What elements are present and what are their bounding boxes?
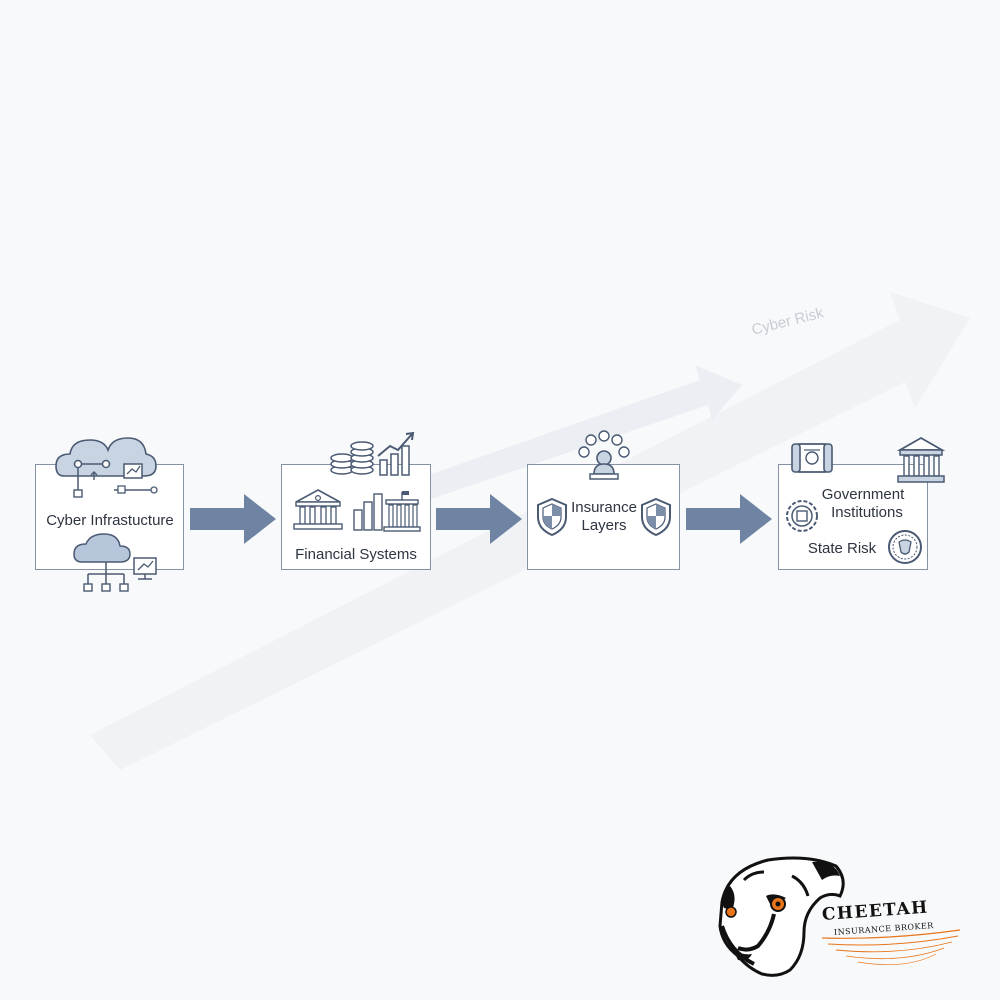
flow-arrow-3 [686,494,772,544]
stage-label-institutions: Institutions [831,504,903,521]
insurance-hub-icon [578,430,630,480]
shield-icon-left [537,497,567,537]
document-scroll-icon [791,443,833,473]
government-building-icon [896,436,946,483]
stage-label-insurance-layers: Insurance Layers [571,499,637,534]
cloud-network-icon [55,437,158,498]
flow-arrow-2 [436,494,522,544]
shield-icon-right [641,497,671,537]
cheetah-logo-icon [718,856,845,977]
stage-label-cyber-infrastructure: Cyber Infrastucture [46,512,174,529]
coins-chart-icon [330,431,415,476]
cloud-hierarchy-icon [73,533,157,592]
bar-chart-building-icon [353,491,421,532]
gear-seal-icon [786,500,818,532]
stage-label-government: Government [821,486,905,503]
stage-label-state-risk: State Risk [807,540,877,557]
flow-arrow-1 [190,494,276,544]
stage-label-financial-systems: Financial Systems [295,546,417,563]
logo-swoosh-lines [821,929,961,965]
bank-building-icon [293,489,343,530]
state-seal-icon [888,530,922,564]
